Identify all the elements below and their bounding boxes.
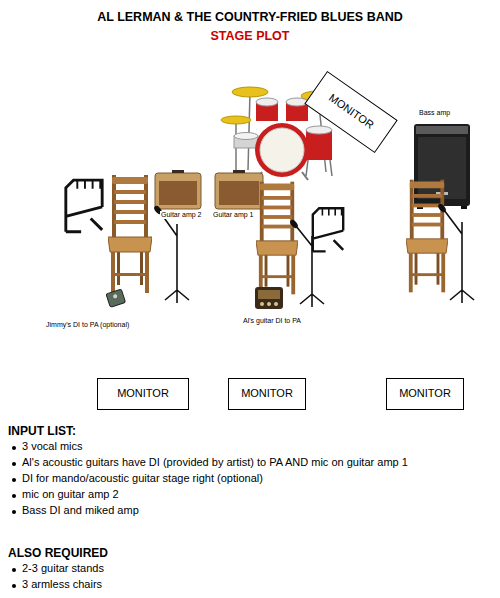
chair	[256, 182, 298, 295]
list-item: 2-3 guitar stands	[22, 562, 104, 575]
drum-kit	[306, 160, 308, 176]
bullet	[12, 494, 16, 498]
drum-kit	[248, 92, 250, 170]
section-heading: ALSO REQUIRED	[8, 546, 108, 560]
mic-stand	[296, 226, 324, 307]
chair	[406, 180, 448, 293]
bullet	[12, 584, 16, 588]
drum-kit	[221, 116, 251, 124]
monitor-box: MONITOR	[386, 378, 464, 410]
monitor-label: MONITOR	[399, 387, 451, 400]
list-item: 3 vocal mics	[22, 440, 83, 453]
bullet	[12, 478, 16, 482]
equipment-label: Al's guitar DI to PA	[242, 317, 302, 325]
di-box	[258, 290, 280, 299]
monitor-box: MONITOR	[228, 378, 306, 410]
title: AL LERMAN & THE COUNTRY-FRIED BLUES BAND	[0, 10, 500, 25]
drum-kit	[232, 87, 268, 97]
monitor-label: MONITOR	[241, 387, 293, 400]
bullet	[12, 462, 16, 466]
mic-stand	[438, 204, 446, 213]
guitar-amp	[215, 173, 263, 209]
guitar-stand	[313, 208, 343, 251]
drum-kit	[260, 128, 304, 172]
di-box	[106, 289, 126, 307]
guitar-amp	[172, 170, 184, 173]
drum-kit	[256, 98, 278, 106]
mic-stand	[154, 204, 474, 307]
mic-stand	[290, 220, 298, 229]
monitor-label: MONITOR	[117, 387, 169, 400]
di-box	[260, 302, 264, 306]
guitar-amp	[155, 170, 263, 209]
equipment-label: Jimmy's DI to PA (optional)	[45, 321, 130, 329]
monitor-box: MONITOR	[304, 71, 397, 153]
list-item: Al's acoustic guitars have DI (provided …	[22, 456, 408, 469]
di-box	[106, 287, 283, 309]
equipment-label: Guitar amp 1	[212, 211, 254, 219]
guitar-amp	[155, 173, 201, 209]
bullet	[12, 446, 16, 450]
guitar-amp	[159, 181, 197, 205]
monitor-label: MONITOR	[326, 92, 376, 132]
list-item: Bass DI and miked amp	[22, 504, 139, 517]
mic-stand	[444, 210, 474, 303]
di-box	[267, 302, 271, 306]
guitar-amp	[219, 181, 259, 205]
list-item: mic on guitar amp 2	[22, 488, 119, 501]
drum-kit	[302, 172, 308, 180]
di-box	[274, 302, 278, 306]
chair	[108, 175, 152, 293]
section-heading: INPUT LIST:	[8, 424, 76, 438]
drum-kit	[306, 126, 332, 134]
di-box	[255, 287, 283, 309]
list-item: 3 armless chairs	[22, 578, 102, 591]
drum-kit	[234, 133, 258, 140]
subtitle: STAGE PLOT	[0, 29, 500, 44]
bullet	[12, 568, 16, 572]
chair	[108, 175, 448, 294]
list-item: DI for mando/acoustic guitar stage right…	[22, 472, 263, 485]
guitar-stand	[66, 180, 343, 251]
bass-amp	[461, 206, 467, 209]
guitar-stand	[66, 180, 102, 232]
mic-stand	[160, 212, 189, 303]
drum-kit	[255, 123, 309, 177]
equipment-label: Guitar amp 2	[160, 211, 202, 219]
equipment-label: Bass amp	[418, 109, 451, 117]
bullet	[12, 510, 16, 514]
monitor-box: MONITOR	[97, 378, 189, 410]
di-box	[113, 294, 118, 299]
di-box	[106, 289, 126, 307]
bass-amp	[416, 126, 468, 134]
guitar-amp	[233, 170, 245, 173]
drum-kit	[330, 160, 332, 176]
